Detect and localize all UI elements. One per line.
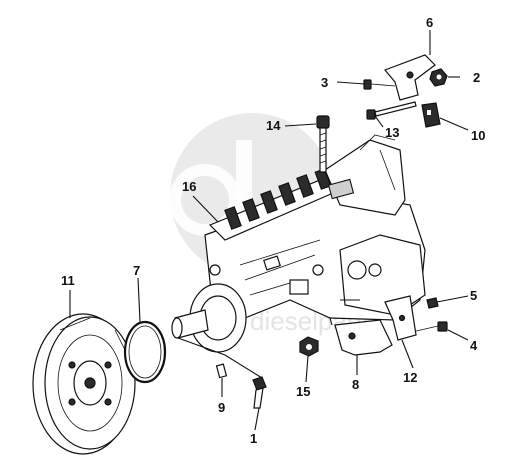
long-bolt — [366, 101, 417, 120]
drive-gear — [32, 313, 136, 455]
callout-10: 10 — [471, 128, 485, 143]
callout-6: 6 — [426, 15, 433, 30]
callout-8: 8 — [352, 377, 359, 392]
small-bolt — [426, 297, 439, 309]
threaded-stud — [252, 376, 267, 409]
callout-11: 11 — [61, 273, 75, 288]
sensor-block — [421, 102, 441, 128]
callout-9: 9 — [218, 400, 225, 415]
callout-7: 7 — [133, 263, 140, 278]
callout-14: 14 — [266, 118, 281, 133]
callout-13: 13 — [385, 125, 399, 140]
hex-nut — [299, 336, 319, 357]
delivery-valves — [224, 168, 332, 230]
stud-bolt — [316, 115, 330, 173]
callout-labels: 1 2 3 4 5 6 7 8 9 10 11 12 13 14 15 16 — [61, 15, 485, 446]
mounting-foot — [334, 319, 393, 356]
callout-1: 1 — [250, 431, 257, 446]
leader-lines — [69, 30, 469, 431]
callout-5: 5 — [470, 288, 477, 303]
callout-3: 3 — [321, 75, 328, 90]
callout-4: 4 — [470, 338, 478, 353]
bolt — [363, 79, 396, 90]
o-ring — [123, 320, 167, 384]
callout-2: 2 — [473, 70, 480, 85]
woodruff-key — [215, 363, 228, 379]
callout-16: 16 — [182, 179, 196, 194]
callout-12: 12 — [403, 370, 417, 385]
injection-pump-assembly — [171, 134, 426, 353]
screw — [411, 321, 448, 333]
callout-15: 15 — [296, 384, 310, 399]
